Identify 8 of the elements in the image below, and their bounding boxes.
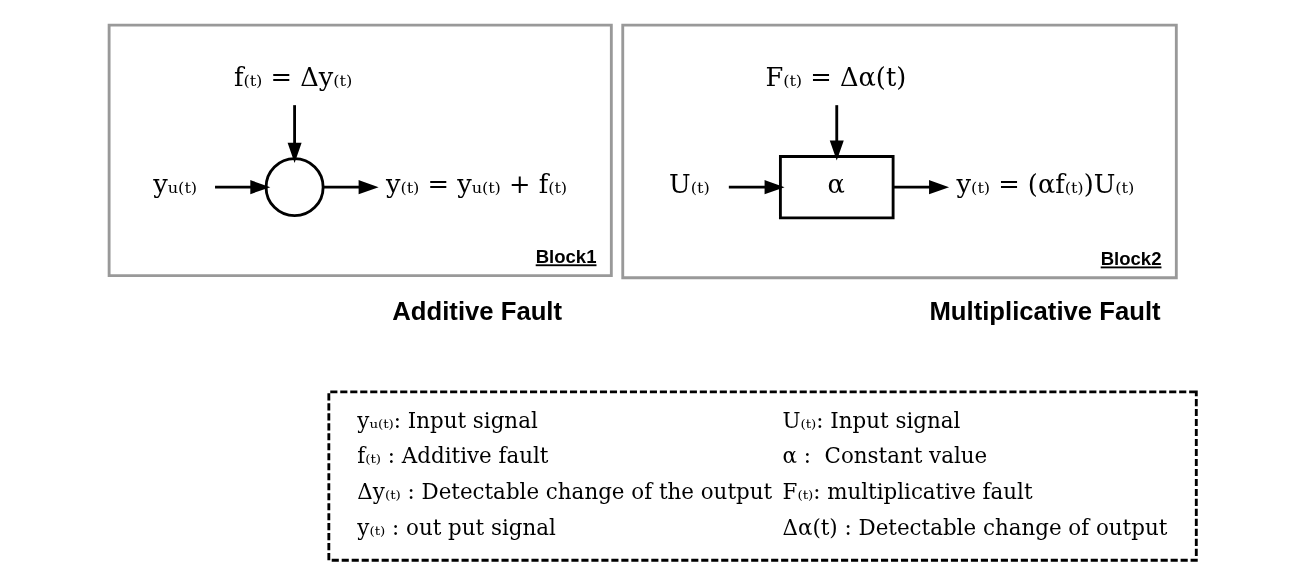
node-label: Additive Fault [391,296,562,325]
node-text: y₍ₜ₎ = (αf₍ₜ₎)U₍ₜ₎ [956,169,1134,200]
node-label: Multiplicative Fault [928,296,1161,325]
node-text: yᵤ₍ₜ₎ [152,169,197,200]
node-text: U₍ₜ₎ [668,169,710,200]
node-text: f₍ₜ₎ = Δy₍ₜ₎ [233,61,352,92]
node-text: y₍ₜ₎ = yᵤ₍ₜ₎ + f₍ₜ₎ [385,169,567,200]
node-text: F₍ₜ₎ = Δα(t) [764,61,906,92]
